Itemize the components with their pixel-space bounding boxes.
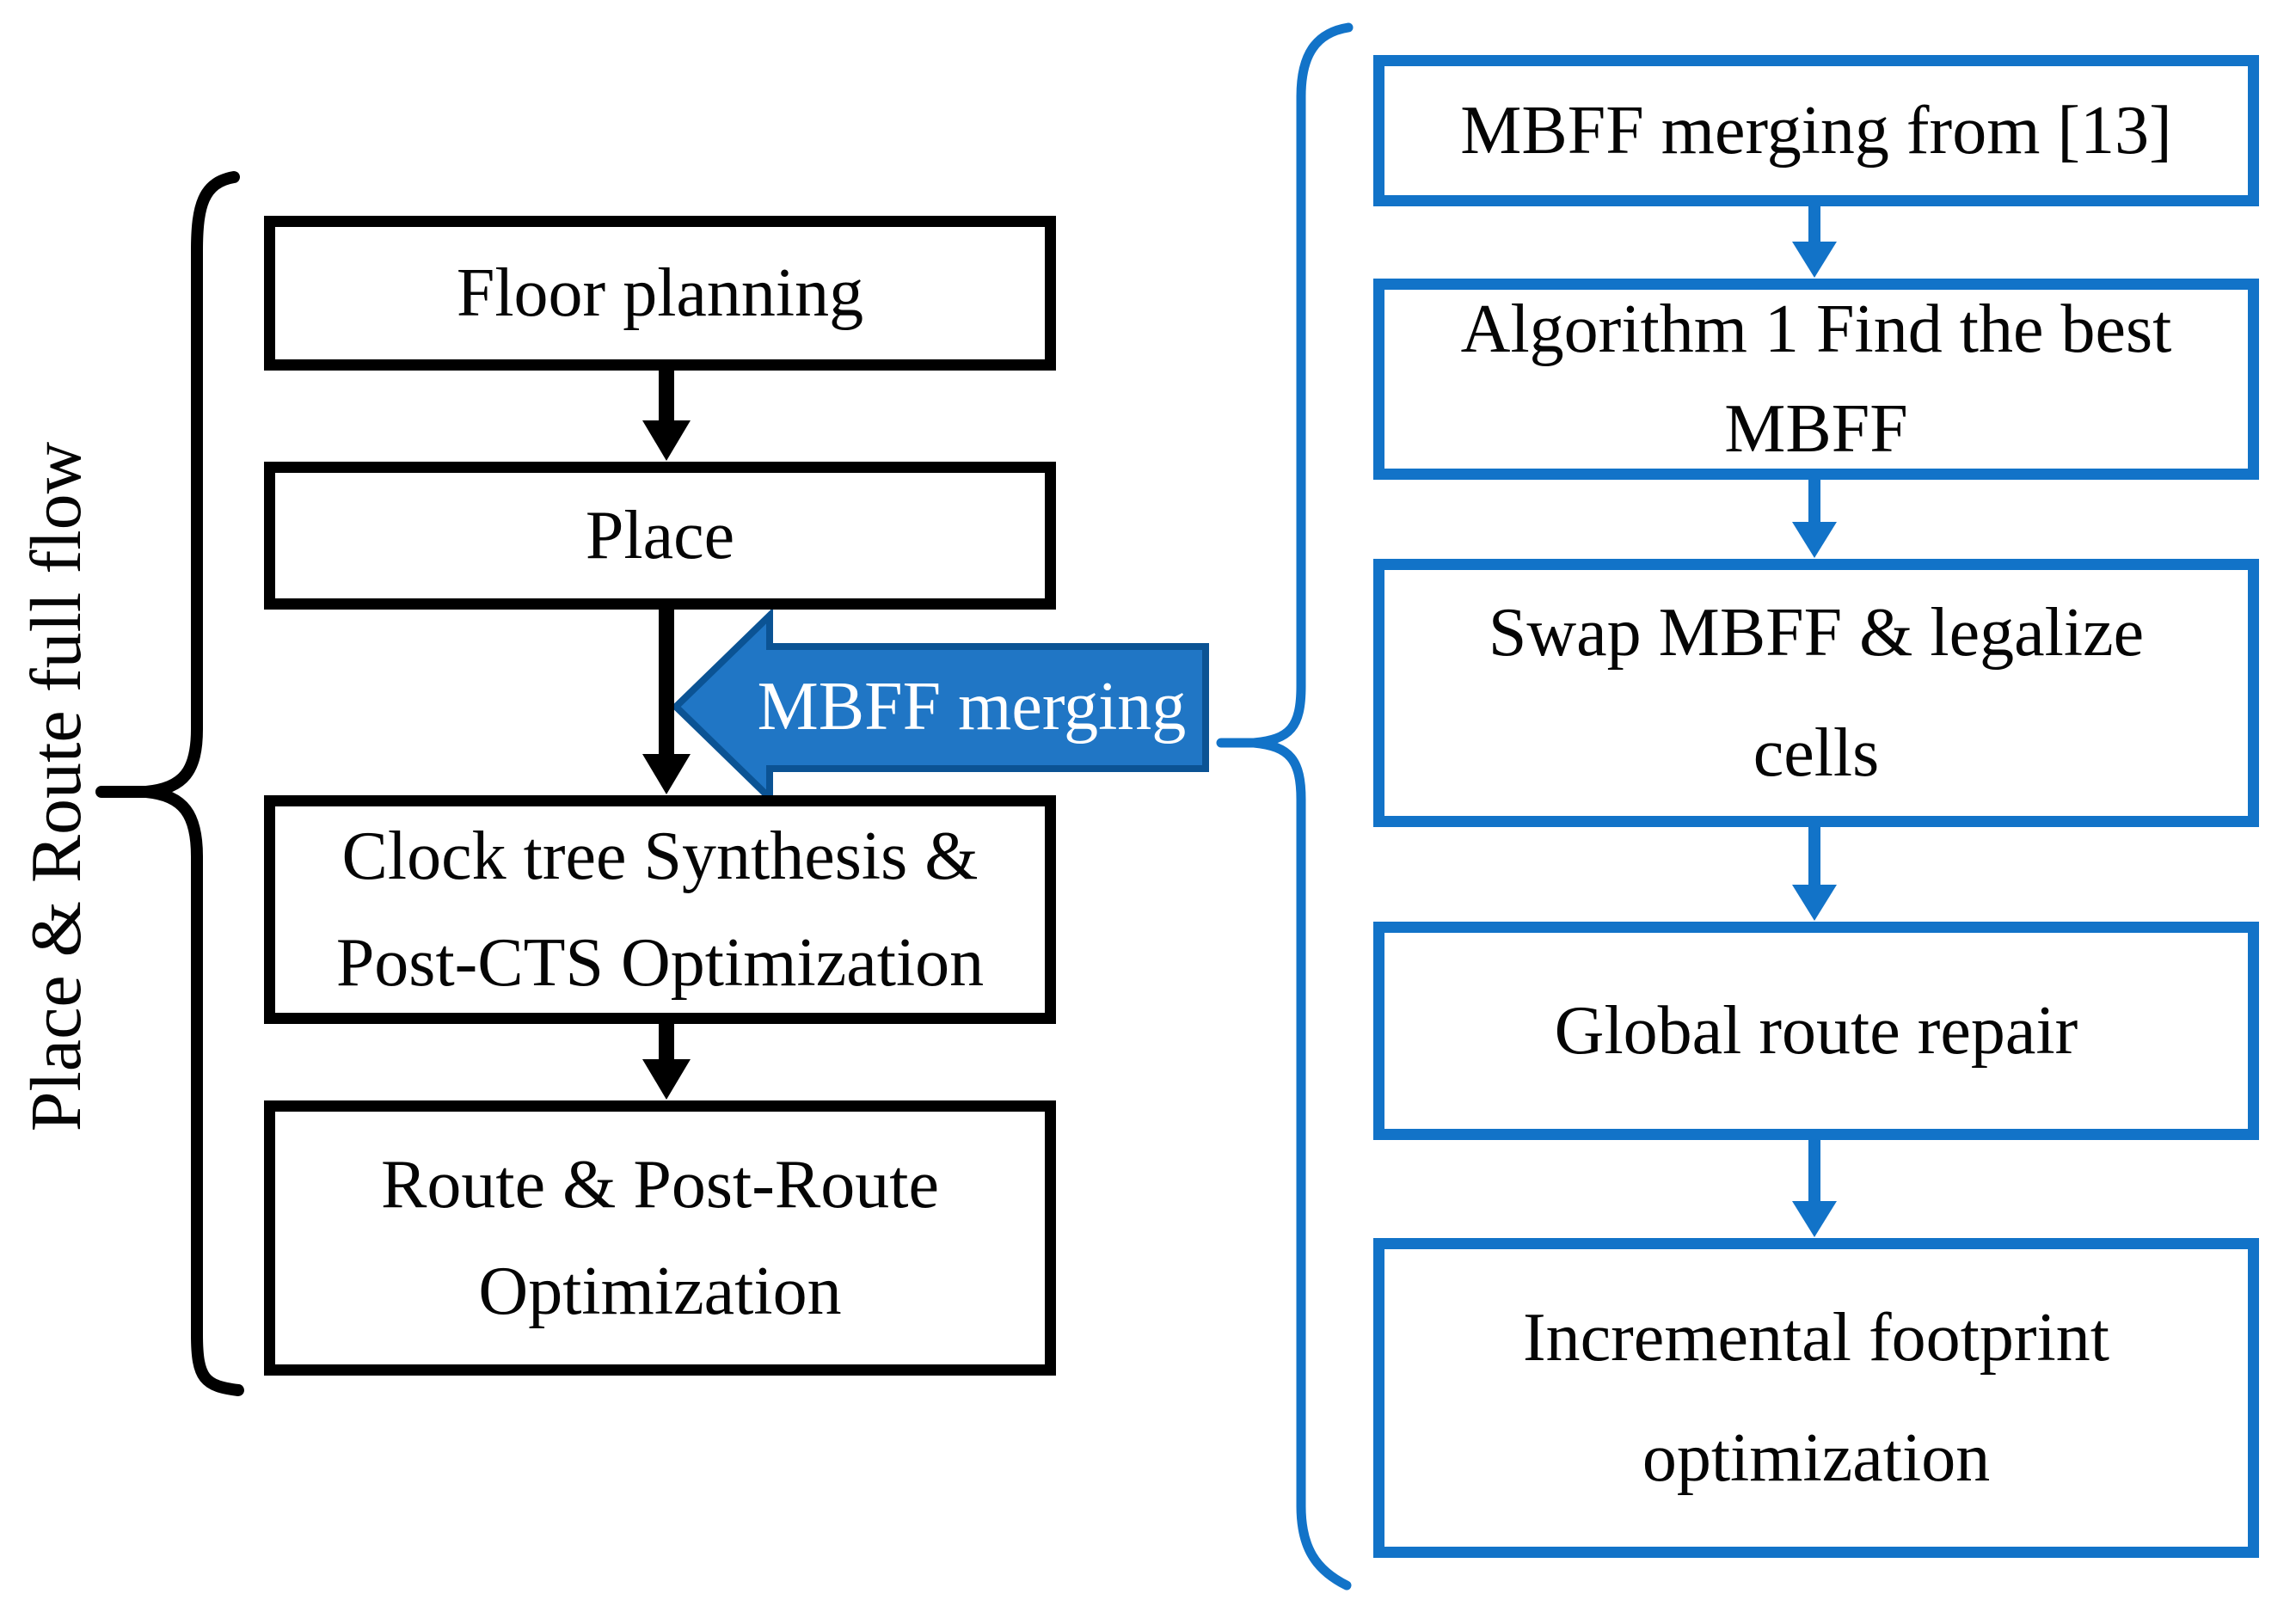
flow-box-place: Place xyxy=(264,462,1056,610)
flow-box-label: Floor planning xyxy=(456,255,864,331)
mbff-merging-block-arrow-icon xyxy=(671,607,1209,806)
flow-box-label: Post-CTS Optimization xyxy=(335,925,985,1001)
flow-box-label: Route & Post-Route xyxy=(381,1147,939,1223)
arrow-down-icon xyxy=(642,420,691,461)
left-curly-brace-icon xyxy=(95,171,244,1396)
flow-box-label: Clock tree Synthesis & xyxy=(341,818,979,894)
flow-box-label: MBFF merging from [13] xyxy=(1460,93,2172,169)
arrow-down-icon xyxy=(642,1059,691,1100)
flow-box-label: Global route repair xyxy=(1554,993,2078,1069)
flow-box-swap-mbff-legalize-cells: Swap MBFF & legalize cells xyxy=(1373,559,2259,827)
left-flow-arrows xyxy=(642,370,691,1100)
flow-box-clock-tree-synthesis: Clock tree Synthesis & Post-CTS Optimiza… xyxy=(264,795,1056,1024)
flow-box-label: optimization xyxy=(1642,1420,1991,1496)
arrow-down-icon xyxy=(1792,1201,1837,1237)
flow-box-route-optimization: Route & Post-Route Optimization xyxy=(264,1100,1056,1376)
mbff-merging-arrow-label: MBFF merging xyxy=(757,668,1187,745)
flow-box-global-route-repair: Global route repair xyxy=(1373,922,2259,1140)
flow-box-label: Incremental footprint xyxy=(1523,1300,2109,1376)
flow-box-label: Algorithm 1 Find the best xyxy=(1460,291,2172,367)
flow-box-label: Swap MBFF & legalize xyxy=(1488,595,2145,671)
flow-box-mbff-merging-from-13: MBFF merging from [13] xyxy=(1373,55,2259,206)
left-flow-group-label: Place & Route full flow xyxy=(15,441,96,1132)
flow-box-label: MBFF xyxy=(1724,391,1908,467)
arrow-down-icon xyxy=(642,754,691,794)
arrow-down-icon xyxy=(1792,885,1837,921)
arrow-down-icon xyxy=(1792,522,1837,558)
flow-box-label: Optimization xyxy=(478,1254,842,1329)
flow-box-label: Place xyxy=(585,498,735,573)
right-flow-arrows xyxy=(1792,205,1837,1237)
flow-box-incremental-footprint-optimization: Incremental footprint optimization xyxy=(1373,1238,2259,1558)
right-curly-brace-icon xyxy=(1216,22,1354,1591)
flow-box-label: cells xyxy=(1753,715,1880,791)
flow-box-floor-planning: Floor planning xyxy=(264,216,1056,371)
flow-box-algorithm-1-find-best-mbff: Algorithm 1 Find the best MBFF xyxy=(1373,279,2259,480)
arrow-down-icon xyxy=(1792,242,1837,278)
